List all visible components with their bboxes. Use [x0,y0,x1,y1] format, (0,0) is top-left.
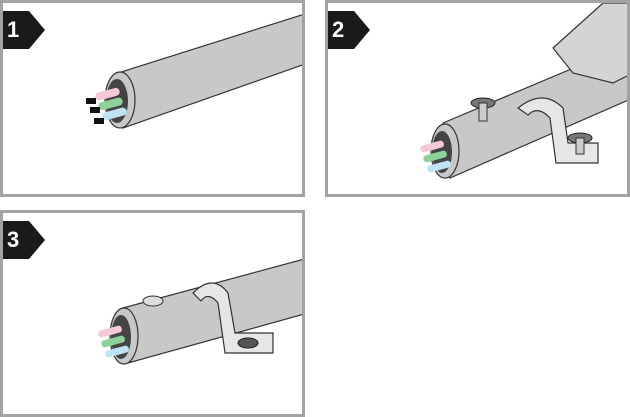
clamp-fixed-illustration [98,259,302,365]
clamp-hammer-illustration [420,3,627,179]
step-badge: 1 [3,11,45,49]
step-number: 3 [7,227,20,252]
step-2-panel: 2 [325,0,630,197]
step-number: 2 [332,17,345,42]
step-badge: 2 [328,11,370,49]
step-badge: 3 [3,221,45,259]
arrow-badge-icon [3,221,45,259]
arrow-badge-icon [3,11,45,49]
arrow-badge-icon [328,11,370,49]
step-number: 1 [7,17,20,42]
step-1-panel: 1 [0,0,305,197]
cable-illustration [86,14,302,129]
step-3-panel: 3 [0,210,305,417]
